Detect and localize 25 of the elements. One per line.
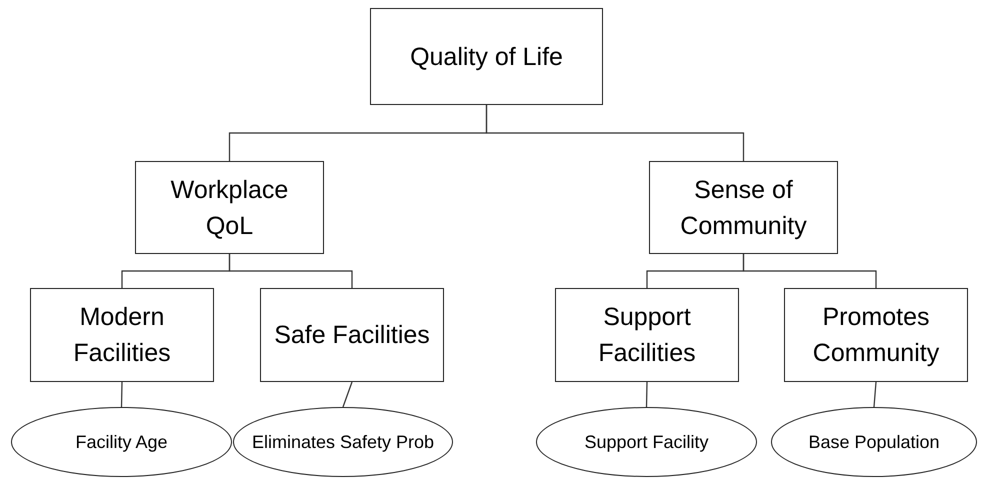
node-label: Support Facility (584, 431, 709, 454)
connector-line (873, 382, 877, 408)
node-label: Safe Facilities (274, 320, 430, 351)
node-label: Modern Facilities (72, 302, 172, 369)
node-label: Sense of Community (679, 174, 808, 242)
box-node (370, 8, 603, 105)
box-node (260, 288, 444, 382)
connector-line (342, 382, 353, 408)
box-node (649, 161, 838, 254)
connector-line (646, 382, 648, 408)
node-label: Workplace QoL (170, 174, 290, 242)
node-label: Eliminates Safety Prob (252, 431, 434, 454)
node-label: Promotes Community (812, 302, 940, 369)
box-node (784, 288, 968, 382)
box-node (555, 288, 739, 382)
connector-line (486, 105, 744, 161)
box-node (135, 161, 324, 254)
box-node (30, 288, 214, 382)
node-label: Base Population (808, 431, 940, 454)
node-label: Facility Age (75, 431, 168, 454)
connector-line (742, 254, 877, 288)
connector-line (228, 254, 353, 288)
node-label: Support Facilities (597, 302, 697, 369)
node-label: Quality of Life (410, 42, 563, 72)
connector-line (120, 382, 123, 408)
